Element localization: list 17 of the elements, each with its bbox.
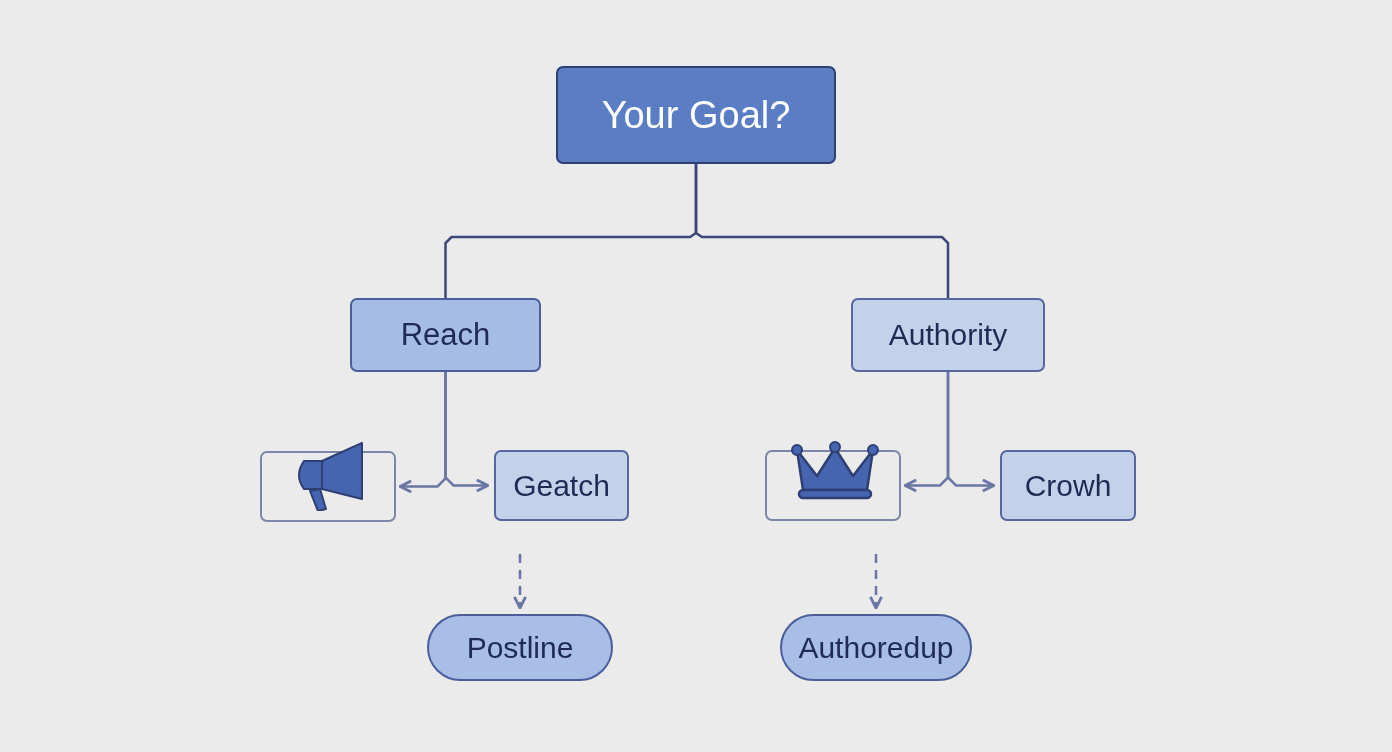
dashed-arrow [513, 554, 527, 610]
node-label: Authority [888, 318, 1008, 352]
process-box [494, 450, 629, 521]
process-box [851, 298, 1045, 372]
process-box [350, 298, 541, 372]
process-box [1000, 450, 1136, 521]
node-label: Reach [400, 317, 491, 353]
node-label: Authoredup [798, 630, 954, 665]
node-label: Crowh [1024, 468, 1112, 503]
node-label: Geatch [513, 468, 610, 503]
node-label: Your Goal? [601, 93, 791, 137]
question-box [556, 66, 836, 164]
dashed-arrow [869, 554, 883, 610]
arrow [444, 372, 490, 493]
node-label: Postline [466, 630, 574, 665]
arrow [946, 372, 996, 493]
connector-line [694, 164, 950, 298]
